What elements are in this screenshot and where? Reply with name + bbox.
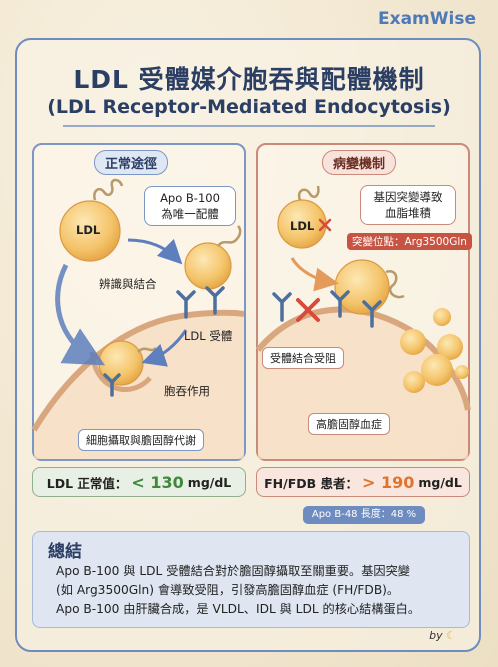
normal-value-box: LDL 正常值： < 130 mg/dL (32, 467, 246, 497)
left-receptors (103, 286, 225, 397)
title-english: (LDL Receptor-Mediated Endocytosis) (47, 96, 451, 118)
title-divider (63, 125, 435, 127)
right-arrow-attempt (290, 257, 339, 292)
left-ldl-bound (184, 225, 242, 290)
normal-value-number: < 130 (131, 472, 184, 492)
disease-value-label: FH/FDB 患者： (264, 475, 359, 491)
normal-value-unit: mg/dL (187, 474, 232, 490)
disease-value-unit: mg/dL (418, 474, 462, 490)
disease-mutation-bubble: 基因突變導致 血脂堆積 (360, 185, 456, 225)
disease-value-box: FH/FDB 患者： > 190 mg/dL (256, 467, 470, 497)
summary-text: Apo B-100 與 LDL 受體結合對於膽固醇攝取至關重要。基因突變 (如 … (56, 562, 460, 619)
normal-value-label: LDL 正常值： (46, 475, 128, 491)
brand-logo: ExamWise (378, 9, 476, 29)
hypercholesterolemia-box: 高膽固醇血症 (308, 413, 390, 435)
apob48-note: Apo B-48 長度：48 % (303, 506, 425, 524)
mutation-site-tag: 突變位點：Arg3500Gln (347, 233, 472, 250)
disease-value-number: > 190 (362, 472, 415, 492)
disease-bubble-line1: 基因突變導致 (373, 190, 443, 204)
right-ldl-large (334, 259, 405, 315)
disease-ldl-label: LDL (290, 219, 315, 233)
left-ldl-particle (59, 178, 124, 262)
right-block-x-icon (296, 298, 320, 322)
mutation-x-icon (318, 218, 332, 232)
banana-icon: ☾ (446, 629, 456, 642)
left-arrow-endocytosis (55, 263, 106, 366)
title-chinese: LDL 受體媒介胞吞與配體機制 (73, 65, 425, 94)
disease-bubble-line2: 血脂堆積 (385, 206, 431, 220)
summary-line1: Apo B-100 與 LDL 受體結合對於膽固醇攝取至關重要。基因突變 (56, 564, 410, 578)
normal-apob-line2: 為唯一配體 (161, 207, 219, 221)
summary-box (32, 531, 470, 628)
normal-apob-line1: Apo B-100 (160, 191, 220, 205)
summary-line3: Apo B-100 由肝臟合成，是 VLDL、IDL 與 LDL 的核心結構蛋白… (56, 602, 421, 616)
right-ldl-accumulation (400, 308, 469, 393)
normal-receptor-label: LDL 受體 (184, 329, 233, 343)
summary-title: 總結 (48, 542, 82, 562)
normal-recognition-label: 辨識與結合 (99, 277, 157, 291)
left-arrow-internalize (141, 329, 188, 367)
binding-blocked-box: 受體結合受阻 (262, 347, 344, 369)
normal-apob-bubble: Apo B-100 為唯一配體 (144, 186, 236, 226)
byline-text: by (429, 629, 443, 642)
right-ldl-particle (277, 185, 327, 249)
normal-heading: 正常途徑 (94, 150, 169, 175)
byline: by ☾ (429, 629, 456, 642)
right-receptors (272, 290, 382, 328)
normal-ldl-label: LDL (76, 223, 101, 237)
summary-line2: (如 Arg3500Gln) 會導致受阻，引發高膽固醇血症 (FH/FDB)。 (56, 583, 400, 597)
disease-heading: 病變機制 (322, 150, 397, 175)
left-arrow-binding (127, 238, 183, 265)
normal-uptake-box: 細胞攝取與膽固醇代謝 (78, 429, 204, 451)
normal-endocytosis-label: 胞吞作用 (164, 384, 210, 398)
